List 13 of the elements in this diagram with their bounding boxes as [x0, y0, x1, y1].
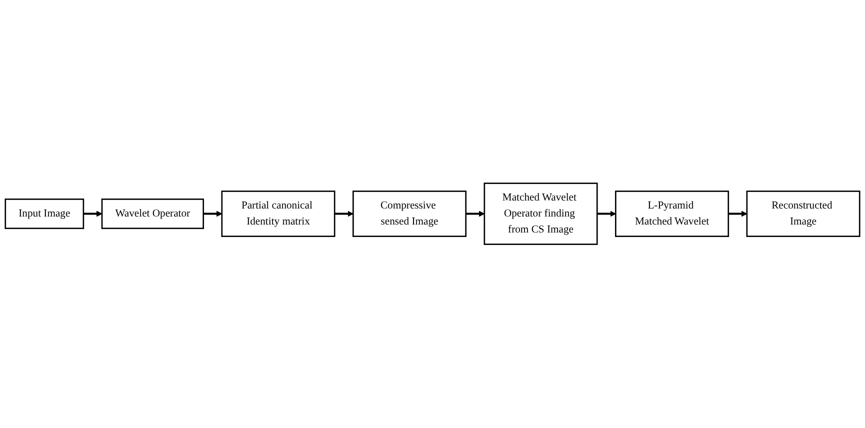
arrow — [83, 211, 102, 217]
node-box: Compressive sensed Image — [352, 190, 467, 238]
node-box: Wavelet Operator — [101, 198, 204, 230]
node-box: Input Image — [4, 198, 84, 230]
arrow — [466, 211, 485, 217]
node-box: Reconstructed Image — [746, 190, 860, 238]
arrow — [334, 211, 354, 217]
arrow — [728, 211, 748, 217]
node-box: Partial canonical Identity matrix — [221, 190, 336, 238]
node-box: Matched Wavelet Operator finding from CS Image — [484, 182, 598, 246]
node-box: L-Pyramid Matched Wavelet — [615, 190, 730, 238]
arrow — [203, 211, 222, 217]
arrow — [597, 211, 616, 217]
